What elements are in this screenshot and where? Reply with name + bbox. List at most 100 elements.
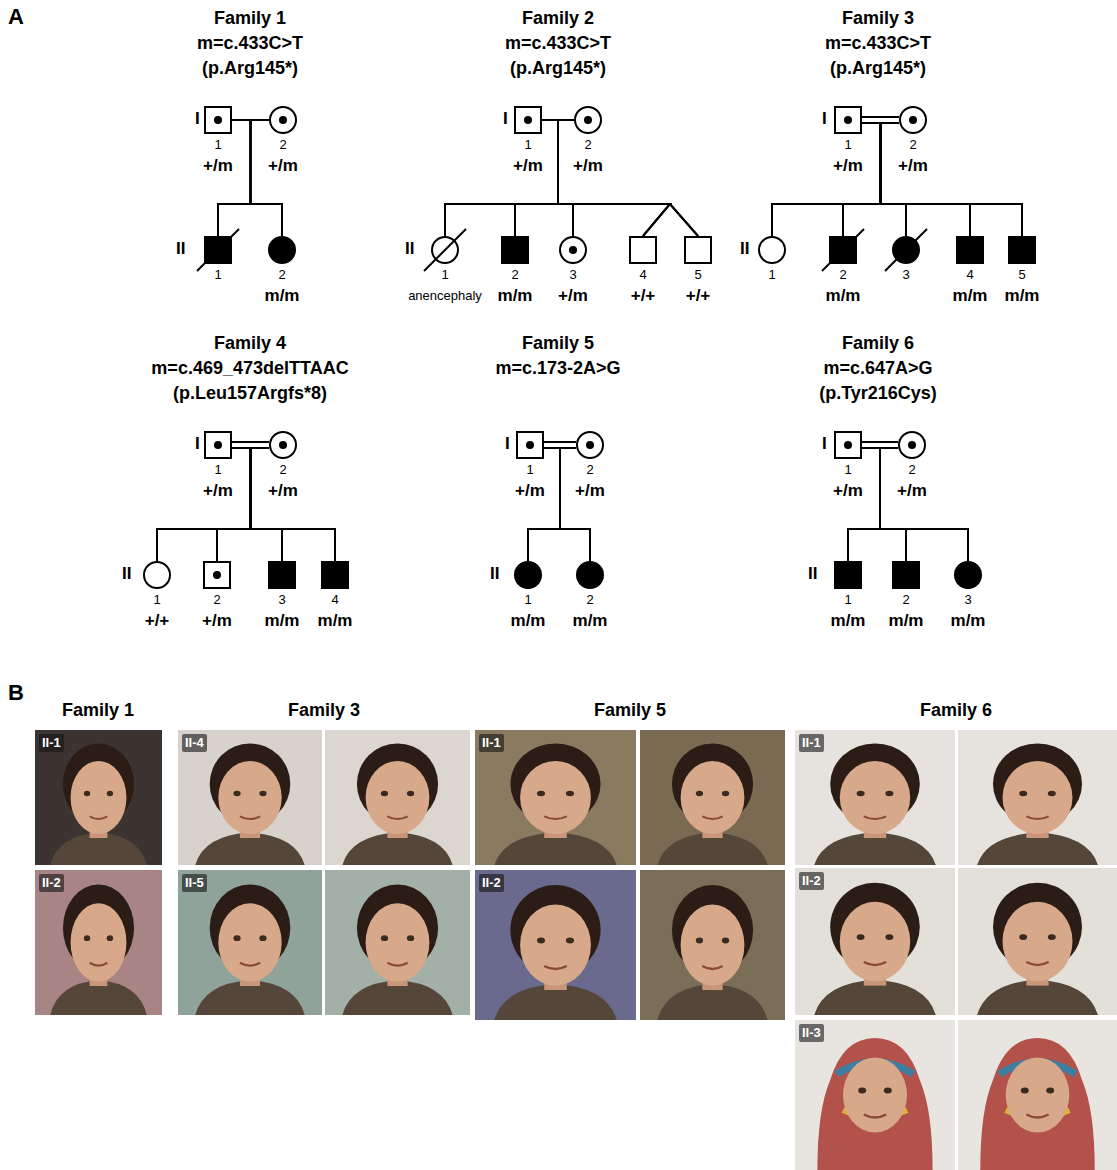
pedigree-line [848,448,898,561]
family-title: Family 1 [62,700,134,722]
patient-photo [35,870,162,1015]
male-square: 5+/+ [684,236,712,264]
photo-label: II-2 [39,874,64,892]
female-circle: 2m/m [268,236,296,264]
pedigree-symbol [758,236,786,264]
genotype: m/m [573,611,608,631]
female-circle: 2m/m [576,561,604,589]
individual-number: 2 [908,462,915,478]
individual-number: 5 [1018,267,1025,283]
individual-number: 3 [902,267,909,283]
genotype: m/m [889,611,924,631]
genotype: +/m [898,156,928,176]
individual-number: 3 [569,267,576,283]
family-title: Family 5 [594,700,666,722]
photo-label: II-1 [479,734,504,752]
generation-number: I [822,434,827,454]
female-circle: 2+/m [898,431,926,459]
pedigree-line [542,120,698,236]
female-circle: 2+/m [899,106,927,134]
female-circle: 2+/m [269,106,297,134]
pedigree-symbol [268,236,296,264]
male-square: 1+/m [834,431,862,459]
pedigree-symbol [899,106,927,134]
male-square: 2m/m [829,236,857,264]
patient-photo [178,870,322,1015]
individual-number: 2 [584,137,591,153]
male-square: 1+/m [204,431,232,459]
pedigree-line [862,123,906,236]
family-title: Family 2 [522,8,594,30]
male-square: 1+/m [204,106,232,134]
generation-number: I [195,434,200,454]
pedigree-line [880,448,968,561]
genotype: +/m [558,286,588,306]
genotype: m/m [318,611,353,631]
pedigree-symbol [501,236,529,264]
pedigree-line [558,120,698,236]
genotype: m/m [951,611,986,631]
pedigree-symbol [892,561,920,589]
patient-photo [640,870,785,1020]
pedigree-symbol [204,106,232,134]
generation-number: II [490,564,499,584]
pedigree-line [560,448,590,561]
individual-number: 3 [278,592,285,608]
pedigree-line [843,123,899,236]
genotype: +/m [268,156,298,176]
pedigree-symbol [834,431,862,459]
individual-number: 2 [902,592,909,608]
individual-number: 1 [526,462,533,478]
family-title: Family 6 [920,700,992,722]
pedigree-line [862,123,1022,236]
genotype: m/m [831,611,866,631]
pedigree-line [558,120,670,236]
genotype: +/m [268,481,298,501]
generation-number: II [808,564,817,584]
pedigree-symbol [1008,236,1036,264]
female-circle: 3+/m [559,236,587,264]
patient-photo [178,730,322,865]
patient-photo [958,730,1117,865]
generation-number: I [195,109,200,129]
generation-number: II [405,239,414,259]
individual-number: 4 [966,267,973,283]
genotype: +/m [833,481,863,501]
pedigree-line [544,448,590,561]
pedigree-symbol [629,236,657,264]
photo-label: II-1 [39,734,64,752]
genotype: +/m [515,481,545,501]
pedigree-symbol [684,236,712,264]
generation-number: II [740,239,749,259]
pedigree-symbol [576,561,604,589]
genotype: +/m [203,481,233,501]
pedigree-symbol [321,561,349,589]
generation-number: I [505,434,510,454]
pedigree-line [528,448,576,561]
patient-photo [958,868,1117,1015]
pedigree-line [218,120,251,236]
generation-number: II [176,239,185,259]
pedigree-symbol [829,236,857,264]
pedigree-symbol [954,561,982,589]
male-square: 4m/m [321,561,349,589]
pedigree-line [772,123,881,236]
individual-number: 5 [694,267,701,283]
male-square: 2m/m [892,561,920,589]
pedigree-symbol [898,431,926,459]
pedigree-symbol [268,561,296,589]
pedigree-symbol [574,106,602,134]
genotype: +/+ [686,286,711,306]
individual-number: 1 [844,462,851,478]
panel-letter: A [8,4,24,30]
genotype: m/m [498,286,533,306]
male-square: 1m/m [834,561,862,589]
female-circle: 3 [892,236,920,264]
pedigree-line [251,448,283,561]
protein-change: (p.Arg145*) [510,58,606,80]
pedigree-symbol [204,431,232,459]
patient-photo [795,868,955,1015]
patient-photo [958,1020,1117,1170]
protein-change: (p.Leu157Argfs*8) [173,383,327,405]
